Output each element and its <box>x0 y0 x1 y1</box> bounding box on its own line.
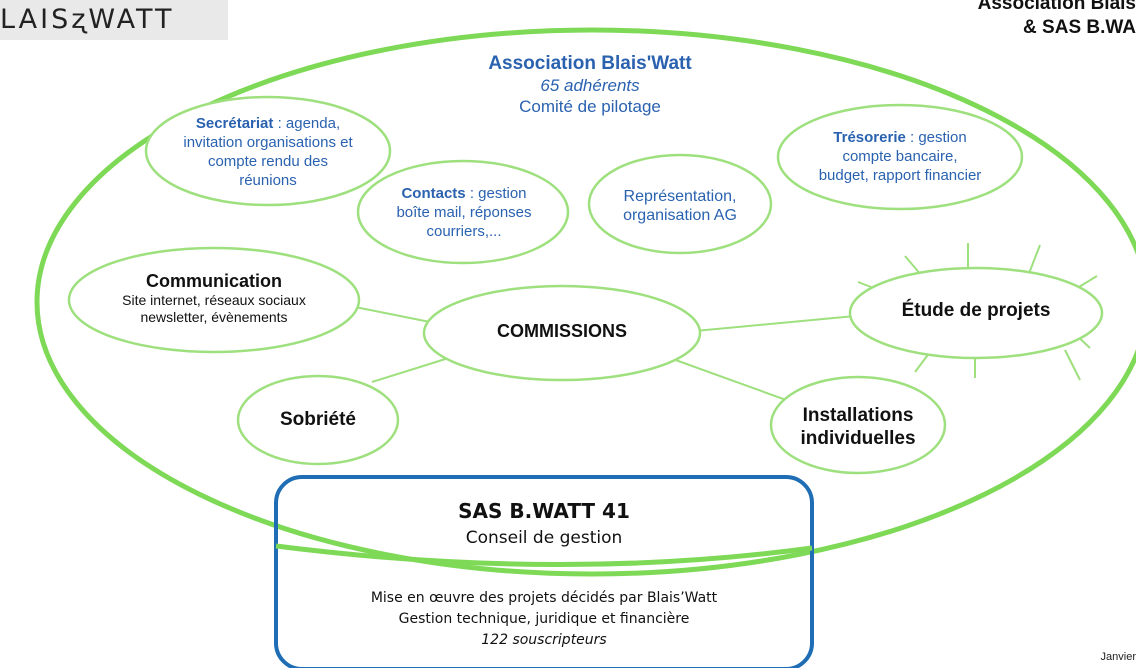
connector-etude <box>694 315 856 332</box>
communication-line3: newsletter, évènements <box>140 309 288 325</box>
contacts-rest: : gestion <box>465 185 527 202</box>
commissions-label: COMMISSIONS <box>496 321 627 341</box>
communication-ellipse <box>67 246 361 354</box>
secretariat-title: Secrétariat <box>195 115 274 132</box>
contacts-line3: courriers,... <box>426 223 502 240</box>
tresorerie-node: Trésorerie : gestion compte bancaire, bu… <box>782 128 1018 185</box>
contacts-ellipse <box>356 159 570 265</box>
etude-ellipse <box>848 266 1104 360</box>
communication-line2: Site internet, réseaux sociaux <box>122 292 306 308</box>
installations-line2: individuelles <box>800 428 916 449</box>
installations-node: Installations individuelles <box>776 404 940 450</box>
tresorerie-line3: budget, rapport financier <box>818 167 982 184</box>
association-name: Association Blais'Watt <box>488 53 692 74</box>
tresorerie-rest: : gestion <box>905 129 967 146</box>
installations-line1: Installations <box>802 405 914 426</box>
secretariat-node: Secrétariat : agenda, invitation organis… <box>150 114 386 190</box>
sas-name: SAS B.WATT 41 <box>458 499 630 523</box>
association-ellipse <box>34 27 1136 577</box>
connector-communication <box>354 306 431 323</box>
sobriete-ellipse <box>236 374 400 466</box>
tresorerie-ellipse <box>776 103 1024 211</box>
blaiswatt-logo: LAISʐWATT <box>0 0 228 40</box>
representation-line2: organisation AG <box>623 207 737 224</box>
sas-details: Mise en œuvre des projets décidés par Bl… <box>280 588 808 651</box>
representation-ellipse <box>587 153 773 255</box>
corner-title: Association Blais & SAS B.WA <box>978 0 1136 40</box>
tresorerie-title: Trésorerie <box>833 129 906 146</box>
contacts-node: Contacts : gestion boîte mail, réponses … <box>366 184 562 241</box>
secretariat-ellipse <box>144 95 392 207</box>
contacts-title: Contacts <box>401 185 466 202</box>
corner-title-line2: & SAS B.WA <box>1023 17 1136 38</box>
commissions-ellipse <box>422 284 702 382</box>
representation-line1: Représentation, <box>623 188 737 205</box>
logo-text: LAISʐWATT <box>0 4 175 35</box>
tresorerie-line2: compte bancaire, <box>842 148 958 165</box>
sas-box <box>274 475 814 668</box>
association-members: 65 adhérents <box>540 76 640 95</box>
corner-title-line1: Association Blais <box>977 0 1136 14</box>
association-heading: Association Blais'Watt 65 adhérents Comi… <box>400 53 780 117</box>
contacts-line2: boîte mail, réponses <box>396 204 532 221</box>
secretariat-line2: invitation organisations et <box>183 134 353 151</box>
secretariat-rest: : agenda, <box>273 115 341 132</box>
sas-line2: Gestion technique, juridique et financiè… <box>398 611 690 627</box>
sas-header: SAS B.WATT 41 Conseil de gestion <box>280 498 808 552</box>
sas-line1: Mise en œuvre des projets décidés par Bl… <box>370 590 718 606</box>
representation-node: Représentation, organisation AG <box>600 187 760 225</box>
association-ellipse-overlap <box>275 543 813 567</box>
sas-council: Conseil de gestion <box>465 528 623 548</box>
communication-title: Communication <box>145 271 282 291</box>
sas-subscribers: 122 souscripteurs <box>481 632 607 648</box>
installations-ellipse <box>769 375 947 475</box>
connector-installations <box>669 357 801 406</box>
association-steering: Comité de pilotage <box>519 97 661 116</box>
connector-sobriete <box>371 355 456 383</box>
communication-node: Communication Site internet, réseaux soc… <box>80 270 348 326</box>
secretariat-line3: compte rendu des <box>207 153 329 170</box>
secretariat-line4: réunions <box>239 172 297 189</box>
etude-label: Étude de projets <box>901 300 1051 321</box>
sobriete-label: Sobriété <box>279 409 357 430</box>
date-label: Janvier <box>1100 651 1136 663</box>
